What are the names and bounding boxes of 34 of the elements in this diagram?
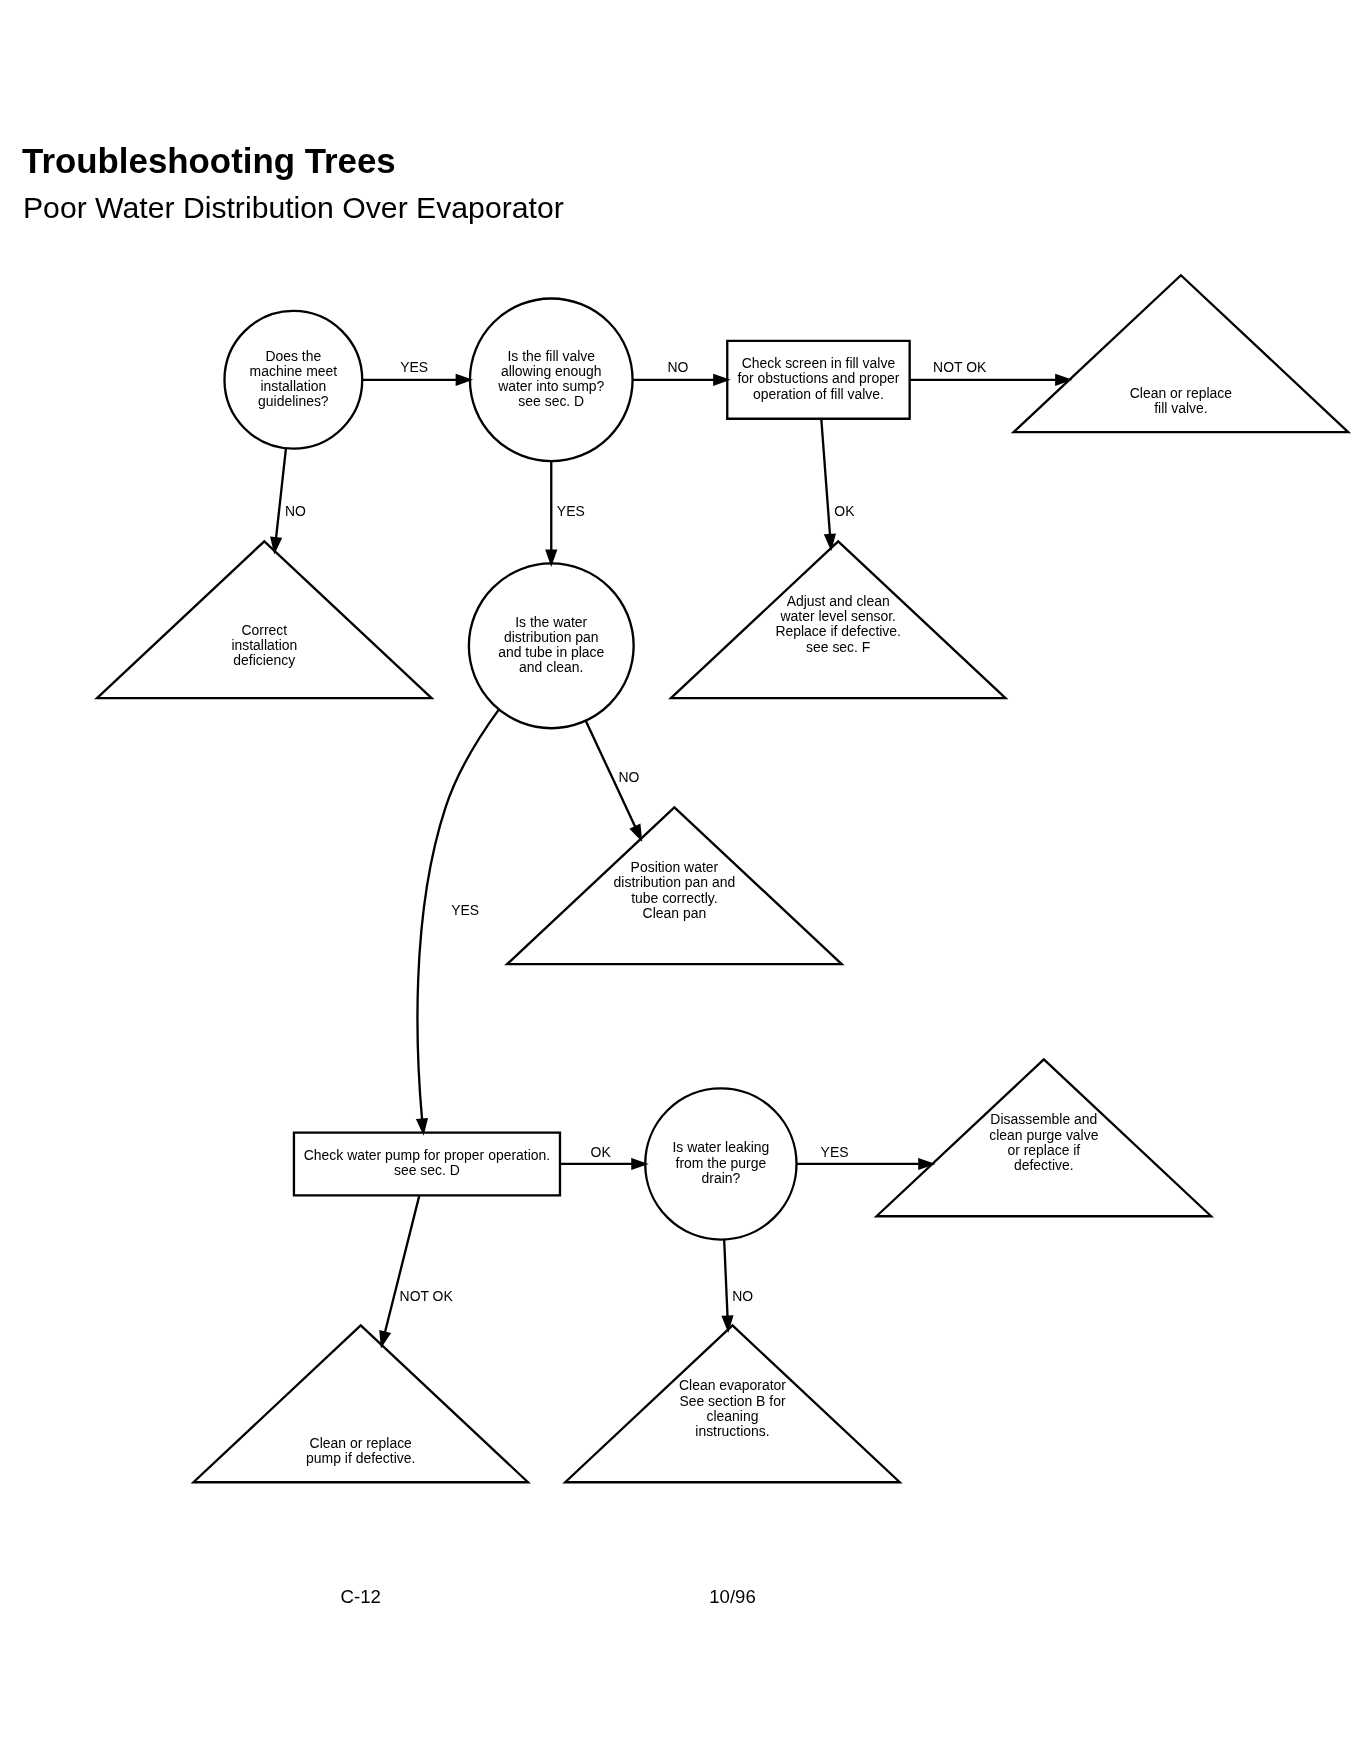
edge-label: OK <box>590 1143 611 1160</box>
edge-label: NO <box>618 769 640 786</box>
arrow <box>362 373 474 386</box>
edge-label: YES <box>820 1143 849 1160</box>
node-circle: Is the water distribution pan and tube in place and clean. <box>467 562 635 730</box>
edge-label: OK <box>834 503 855 520</box>
edge-label: NO <box>667 359 689 376</box>
arrow <box>584 720 643 842</box>
edge-label: YES <box>451 902 480 919</box>
arrow <box>721 1239 734 1333</box>
edge-label: NO <box>285 503 306 520</box>
diagram-title: Troubleshooting Trees <box>22 141 396 181</box>
node-circle: Is water leaking from the purge drain? <box>644 1087 798 1241</box>
arrow <box>632 373 731 386</box>
node-circle: Does the machine meet installation guidelines? <box>223 309 364 450</box>
edge-label: NOT OK <box>933 359 987 376</box>
edge-label: NOT OK <box>399 1287 453 1304</box>
arrow <box>909 373 1073 386</box>
node-circle: Is the fill valve allowing enough water into sump? see sec. D <box>468 297 634 463</box>
arrow <box>796 1157 936 1171</box>
label: 10/96 <box>709 1585 756 1607</box>
arrow <box>545 461 558 567</box>
arrow <box>820 418 836 552</box>
edge-label: YES <box>400 359 429 376</box>
arrow <box>560 1157 649 1171</box>
edge-label: YES <box>556 503 585 520</box>
label: C-12 <box>340 1585 381 1607</box>
arrow <box>270 448 288 555</box>
arrow <box>415 708 500 1136</box>
node-box: Check screen in fill valve for obstuctions and proper operation of fill valve. <box>726 339 911 420</box>
node-box: Check water pump for proper operation. see sec. D <box>292 1131 562 1197</box>
edge-label: NO <box>732 1287 754 1304</box>
arrow <box>379 1195 421 1349</box>
label: Poor Water Distribution Over Evaporator <box>22 191 564 225</box>
